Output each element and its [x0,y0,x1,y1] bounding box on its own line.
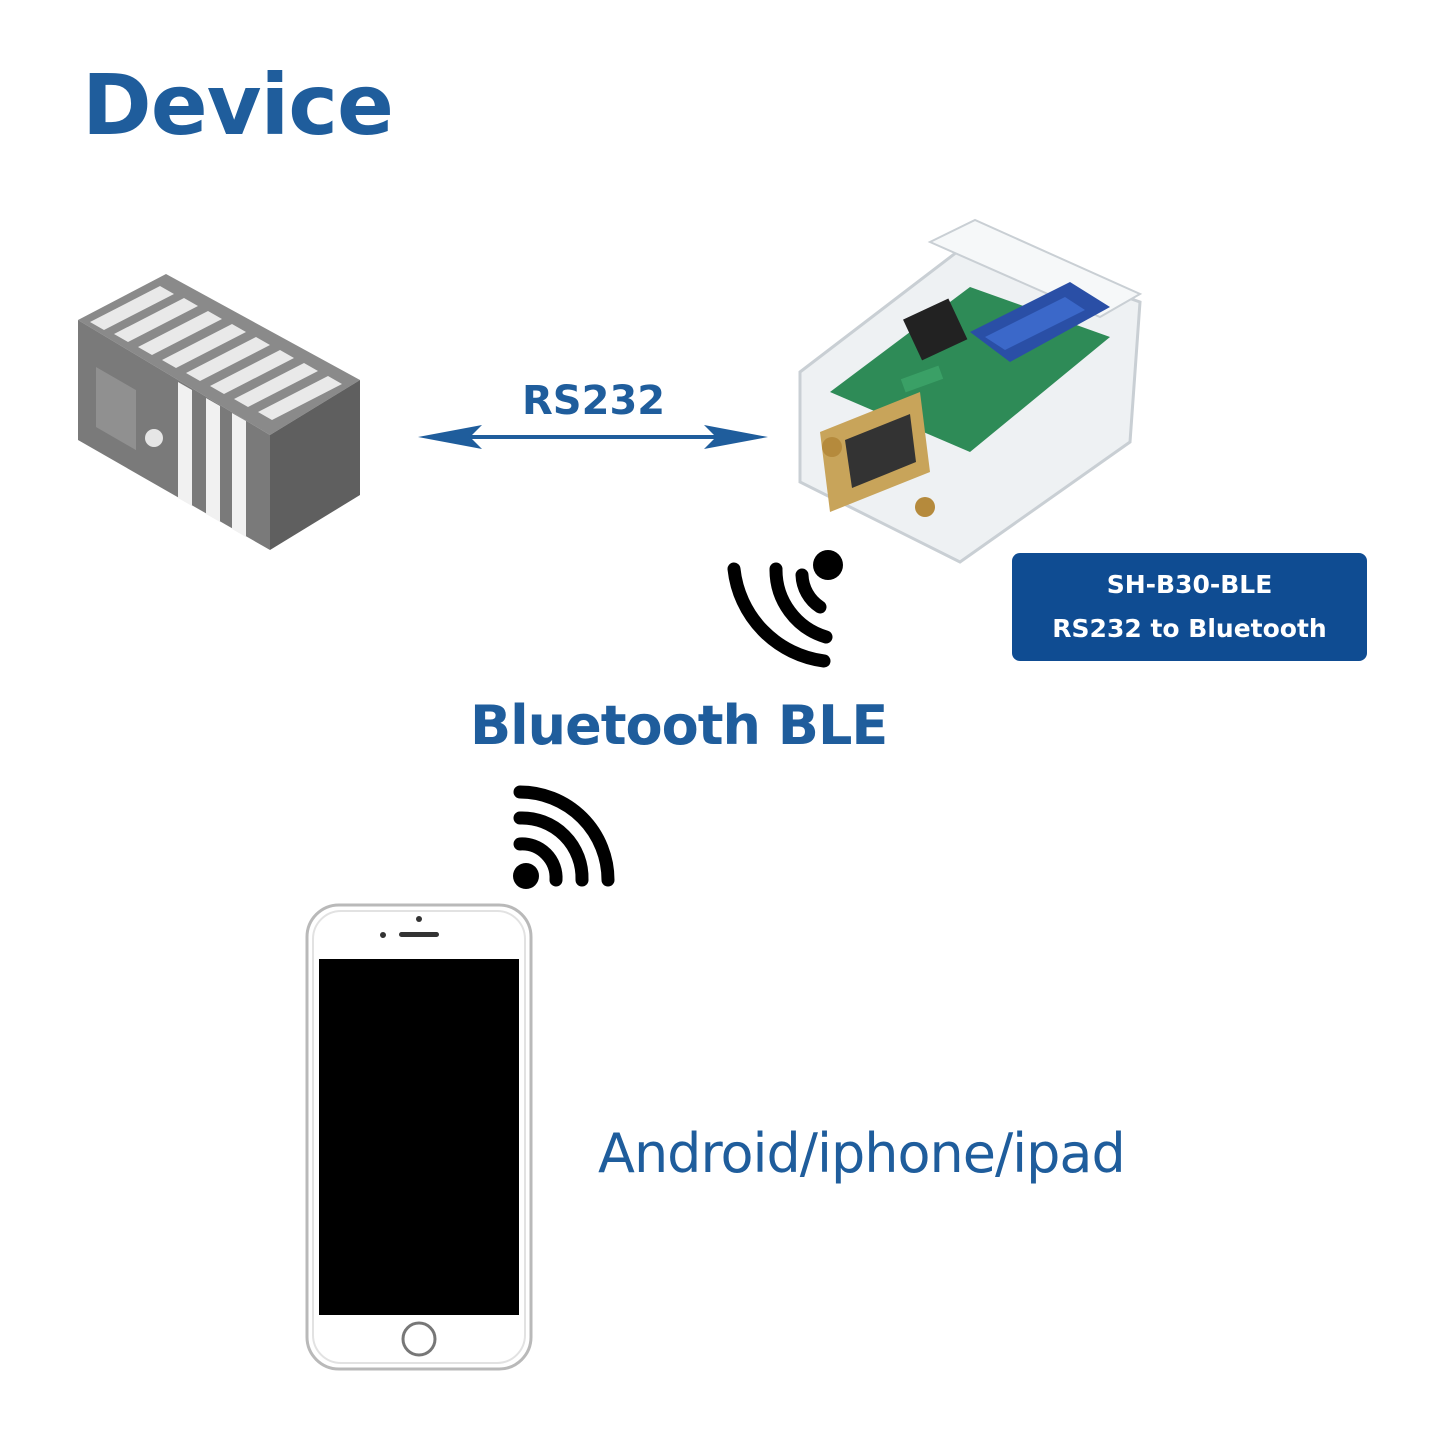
signal-waves-icon [513,785,615,889]
page-title: Device [82,56,394,154]
devices-label: Android/iphone/ipad [598,1122,1126,1185]
signal-waves-icon [727,550,843,668]
module-badge: SH-B30-BLE RS232 to Bluetooth [1012,553,1367,661]
bluetooth-module-icon [798,218,1143,564]
module-description: RS232 to Bluetooth [1052,614,1327,643]
rs232-label: RS232 [522,378,666,424]
double-arrow-icon [418,425,768,449]
module-model: SH-B30-BLE [1106,570,1273,599]
bluetooth-ble-label: Bluetooth BLE [470,694,888,757]
smartphone-icon [305,903,533,1371]
plc-device-icon [78,274,360,550]
